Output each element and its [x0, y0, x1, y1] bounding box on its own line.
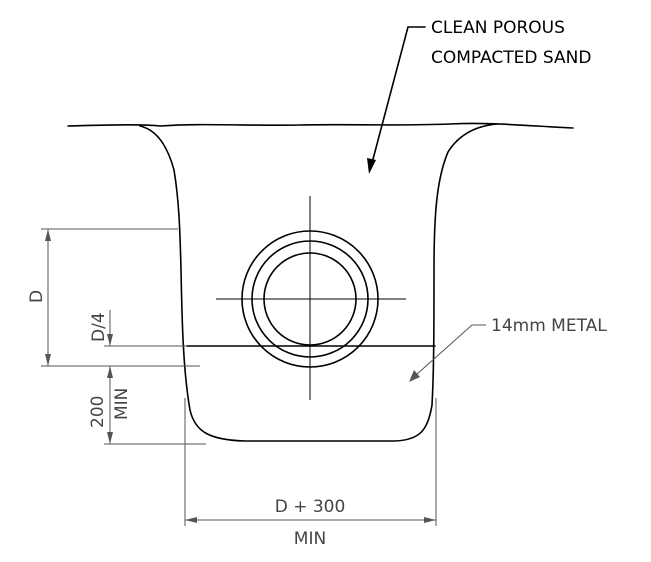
- dim-width-min-label: MIN: [294, 529, 326, 549]
- dim-200-min-label: MIN: [112, 388, 132, 420]
- metal-leader-arrow: [409, 370, 420, 382]
- sand-label-line2: COMPACTED SAND: [431, 48, 591, 68]
- dim-width-label: D + 300: [275, 497, 346, 517]
- ground-line: [67, 122, 574, 129]
- sand-leader-line: [371, 26, 426, 164]
- sand-leader-arrow: [367, 158, 376, 174]
- dim-d-arrow-top: [45, 229, 51, 241]
- trench-outline: [139, 123, 498, 442]
- dim-d-label: D: [27, 290, 47, 303]
- dim-d-arrow-bottom: [45, 354, 51, 366]
- dim-width-arrow-left: [185, 517, 197, 523]
- dim-width-arrow-right: [424, 517, 436, 523]
- dim-200-label: 200: [88, 396, 108, 428]
- metal-leader-line: [415, 324, 486, 376]
- sand-label-line1: CLEAN POROUS: [431, 18, 565, 38]
- dim-200-arrow-bottom: [107, 432, 113, 444]
- dim-200-arrow-top: [107, 366, 113, 378]
- dim-d4-label: D/4: [89, 312, 109, 342]
- dim-d4-arrow: [107, 334, 113, 346]
- metal-label: 14mm METAL: [491, 316, 607, 336]
